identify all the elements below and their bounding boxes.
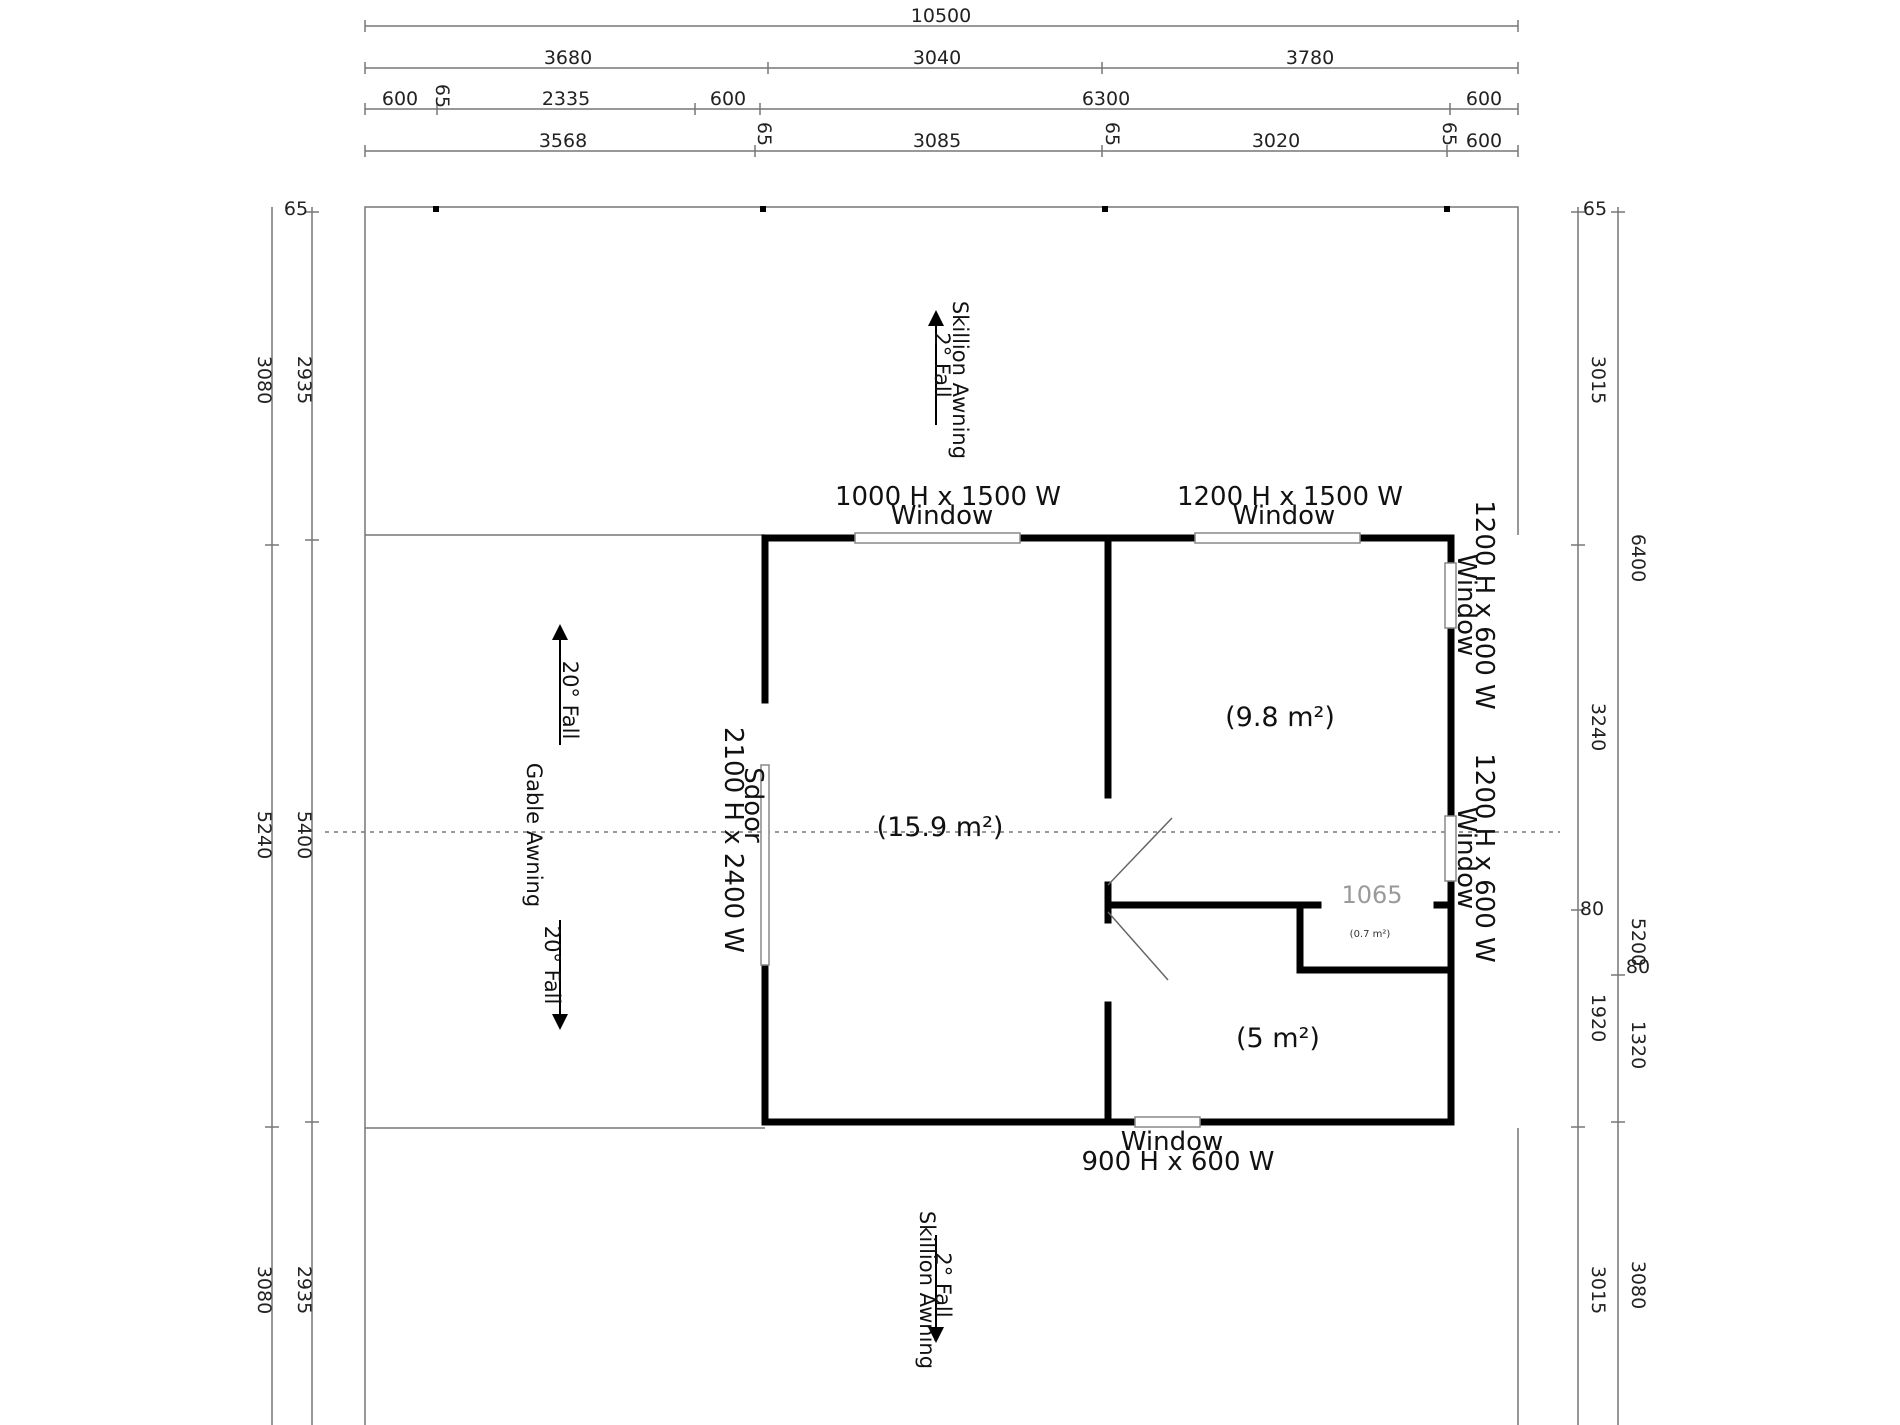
- dim-top-r1-a: 3680: [544, 47, 592, 69]
- dim-left-inner-c: 5400: [293, 811, 315, 859]
- dim-top-r1-b: 3040: [913, 47, 961, 69]
- dim-top-r2-b: 65: [431, 84, 453, 108]
- dim-right-inner-b: 3015: [1587, 356, 1609, 404]
- dim-top-r3-b: 65: [753, 122, 775, 146]
- dim-left-outer-c: 3080: [253, 1266, 275, 1314]
- dim-right-outer-b: 5200: [1627, 918, 1649, 966]
- room-bathroom-area: (5 m²): [1236, 1023, 1320, 1054]
- dim-left-outer-a: 3080: [253, 356, 275, 404]
- window-bottom: [1134, 1116, 1201, 1128]
- dim-top-r2-f: 600: [1466, 88, 1502, 110]
- awning-labels: Skillion Awning 2° Fall 20° Fall Gable A…: [522, 301, 972, 1369]
- awning-left-name: Gable Awning: [522, 763, 546, 907]
- right-dimension-chain: 65 3015 3240 80 1920 3015 6400 5200 80 1…: [1571, 198, 1650, 1425]
- dim-right-inner-c: 3240: [1587, 703, 1609, 751]
- awning-left-fall-upper: 20° Fall: [558, 661, 582, 740]
- room-bedroom-area: (9.8 m²): [1225, 702, 1335, 733]
- post-marker: [760, 206, 766, 212]
- dim-left-outer-b: 5240: [253, 811, 275, 859]
- dim-top-r3-c: 3085: [913, 130, 961, 152]
- door-swing: [1107, 911, 1169, 981]
- building-walls: [761, 534, 1455, 1126]
- window-right-upper-size: 1200 H x 600 W: [1469, 500, 1499, 710]
- window-top-left: [854, 532, 1021, 544]
- room-small-width: 1065: [1341, 881, 1402, 909]
- window-right-upper: [1444, 562, 1457, 629]
- post-marker: [1102, 206, 1108, 212]
- dim-right-outer-c: 80: [1626, 956, 1650, 978]
- dim-right-inner-a: 65: [1583, 198, 1607, 220]
- top-dimension-chain: 10500 3680 3040 3780 600 65 2335 600 630…: [364, 5, 1519, 157]
- dim-top-r3-d: 65: [1101, 122, 1123, 146]
- dim-top-r2-c: 2335: [542, 88, 590, 110]
- dim-top-r3-a: 3568: [539, 130, 587, 152]
- dim-top-r3-g: 600: [1466, 130, 1502, 152]
- dim-right-inner-e: 1920: [1587, 994, 1609, 1042]
- dim-left-inner-a: 65: [284, 198, 308, 220]
- sliding-door-type: Sdoor: [738, 767, 768, 843]
- dim-left-inner-d: 2935: [293, 1266, 315, 1314]
- openings-graphics: [760, 532, 1457, 1128]
- dim-top-r3-f: 65: [1438, 122, 1460, 146]
- post-marker: [1444, 206, 1450, 212]
- dim-top-r2-d: 600: [710, 88, 746, 110]
- dim-top-r1-c: 3780: [1286, 47, 1334, 69]
- window-top-right: [1194, 532, 1361, 544]
- window-right-lower: [1444, 815, 1457, 882]
- awning-left-fall-lower: 20° Fall: [540, 926, 564, 1005]
- dim-right-outer-d: 1320: [1627, 1021, 1649, 1069]
- window-bottom-type: Window: [1121, 1127, 1224, 1157]
- awning-bottom-name: Skillion Awning: [915, 1211, 939, 1369]
- awning-top-name: Skillion Awning: [948, 301, 972, 459]
- dim-right-outer-a: 6400: [1627, 534, 1649, 582]
- awning-top-fall: 2° Fall: [930, 332, 954, 397]
- room-main-area: (15.9 m²): [877, 812, 1004, 843]
- dim-top-r2-e: 6300: [1082, 88, 1130, 110]
- awning-outline: [325, 206, 1560, 1425]
- dim-left-inner-b: 2935: [293, 356, 315, 404]
- left-dimension-chain: 3080 5240 3080 65 2935 5400 2935: [253, 198, 319, 1425]
- dim-right-inner-d: 80: [1580, 898, 1604, 920]
- dim-right-inner-f: 3015: [1587, 1266, 1609, 1314]
- sliding-door-size: 2100 H x 2400 W: [718, 727, 748, 953]
- sliding-door: [760, 764, 770, 966]
- room-small-area: (0.7 m²): [1350, 929, 1391, 940]
- window-top-right-type: Window: [1233, 501, 1336, 531]
- dim-overall-width: 10500: [911, 5, 971, 27]
- window-top-left-size: 1000 H x 1500 W: [835, 482, 1061, 512]
- window-top-right-size: 1200 H x 1500 W: [1177, 482, 1403, 512]
- window-top-left-type: Window: [891, 501, 994, 531]
- window-bottom-size: 900 H x 600 W: [1082, 1147, 1275, 1177]
- dim-right-outer-e: 3080: [1627, 1261, 1649, 1309]
- opening-labels: 1000 H x 1500 W Window 1200 H x 1500 W W…: [718, 482, 1499, 1177]
- post-marker: [433, 206, 439, 212]
- window-right-upper-type: Window: [1451, 554, 1481, 657]
- awning-bottom-fall: 2° Fall: [931, 1252, 955, 1317]
- door-swing: [1107, 817, 1173, 886]
- dim-top-r3-e: 3020: [1252, 130, 1300, 152]
- room-labels: (15.9 m²) (9.8 m²) (5 m²) 1065 (0.7 m²): [877, 702, 1403, 1054]
- dim-top-r2-a: 600: [382, 88, 418, 110]
- window-right-lower-type: Window: [1451, 807, 1481, 910]
- window-right-lower-size: 1200 H x 600 W: [1469, 753, 1499, 963]
